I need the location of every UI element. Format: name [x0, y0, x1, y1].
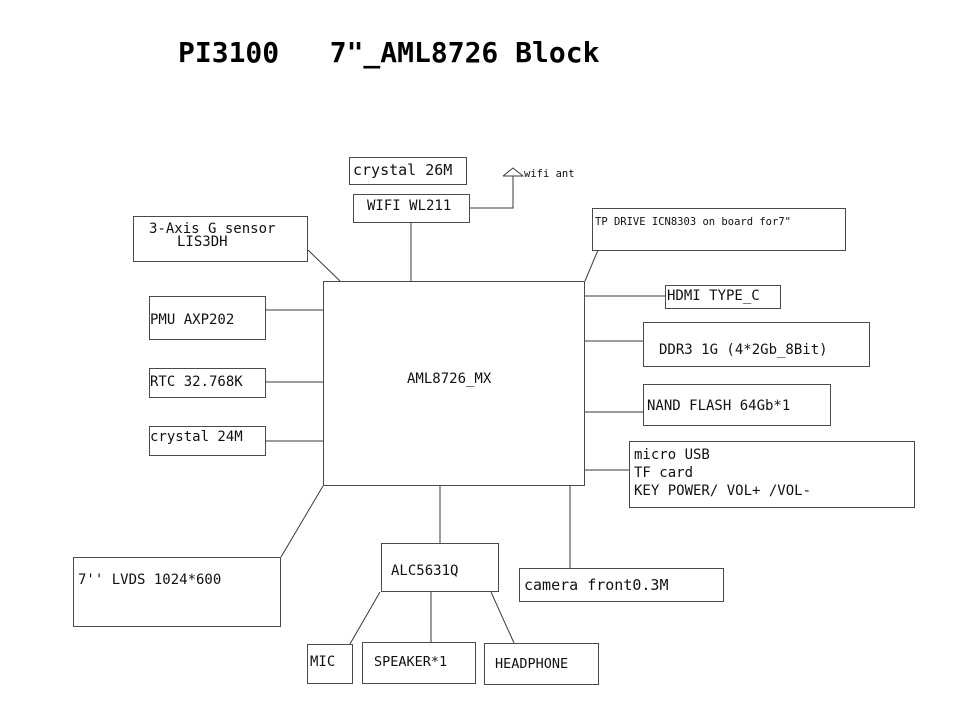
- pmu-block: PMU AXP202: [149, 296, 266, 340]
- wifi-label: WIFI WL211: [367, 198, 452, 214]
- hdmi-label: HDMI TYPE_C: [667, 288, 760, 304]
- nand-flash-label: NAND FLASH 64Gb*1: [647, 398, 791, 414]
- ddr-label: DDR3 1G (4*2Gb_8Bit): [659, 342, 828, 358]
- camera-label: camera front0.3M: [524, 576, 669, 594]
- g-sensor-label: 3-Axis G sensor: [149, 221, 276, 237]
- micro-usb-label: micro USB: [634, 447, 710, 463]
- io-block: micro USB TF card KEY POWER/ VOL+ /VOL-: [629, 441, 915, 508]
- pmu-label: PMU AXP202: [150, 312, 235, 328]
- gsensor-soc-line: [307, 249, 341, 282]
- nand-flash-block: NAND FLASH 64Gb*1: [643, 384, 831, 426]
- mic-label: MIC: [310, 654, 336, 670]
- headphone-label: HEADPHONE: [495, 656, 569, 672]
- mic-block: MIC: [307, 644, 353, 684]
- wifi-antenna-label: wifi ant: [524, 168, 575, 180]
- audio-codec-label: ALC5631Q: [391, 563, 459, 579]
- antenna-icon: [502, 167, 525, 177]
- audio-codec-block: ALC5631Q: [381, 543, 499, 592]
- codec-mic-line: [349, 591, 381, 645]
- wifi-block: WIFI WL211: [353, 194, 470, 223]
- crystal-26m-label: crystal 26M: [353, 161, 453, 179]
- speaker-label: SPEAKER*1: [374, 654, 448, 670]
- camera-block: camera front0.3M: [519, 568, 724, 602]
- soc-block: AML8726_MX: [323, 281, 585, 486]
- rtc-block: RTC 32.768K: [149, 368, 266, 398]
- g-sensor-block: 3-Axis G sensor LIS3DH: [133, 216, 308, 262]
- lvds-display-block: 7'' LVDS 1024*600: [73, 557, 281, 627]
- keys-label: KEY POWER/ VOL+ /VOL-: [634, 483, 812, 499]
- diagram-title: PI3100 7"_AML8726 Block: [178, 36, 600, 69]
- crystal-24m-block: crystal 24M: [149, 426, 266, 456]
- soc-label: AML8726_MX: [407, 371, 492, 387]
- tp-soc-line: [584, 249, 599, 282]
- crystal-26m-block: crystal 26M: [349, 157, 467, 185]
- headphone-block: HEADPHONE: [484, 643, 599, 685]
- crystal-24m-label: crystal 24M: [150, 429, 243, 445]
- ddr-block: DDR3 1G (4*2Gb_8Bit): [643, 322, 870, 367]
- rtc-label: RTC 32.768K: [150, 374, 243, 390]
- tf-card-label: TF card: [634, 465, 694, 481]
- lvds-soc-line: [280, 485, 324, 558]
- speaker-block: SPEAKER*1: [362, 642, 476, 684]
- lvds-display-label: 7'' LVDS 1024*600: [78, 572, 222, 588]
- g-sensor-part-label: LIS3DH: [177, 234, 228, 250]
- tp-drive-label: TP DRIVE ICN8303 on board for7": [595, 216, 791, 228]
- codec-headphone-line: [490, 591, 515, 644]
- tp-drive-block: TP DRIVE ICN8303 on board for7": [592, 208, 846, 251]
- hdmi-block: HDMI TYPE_C: [665, 285, 781, 309]
- wifi-antenna-line: [470, 176, 514, 209]
